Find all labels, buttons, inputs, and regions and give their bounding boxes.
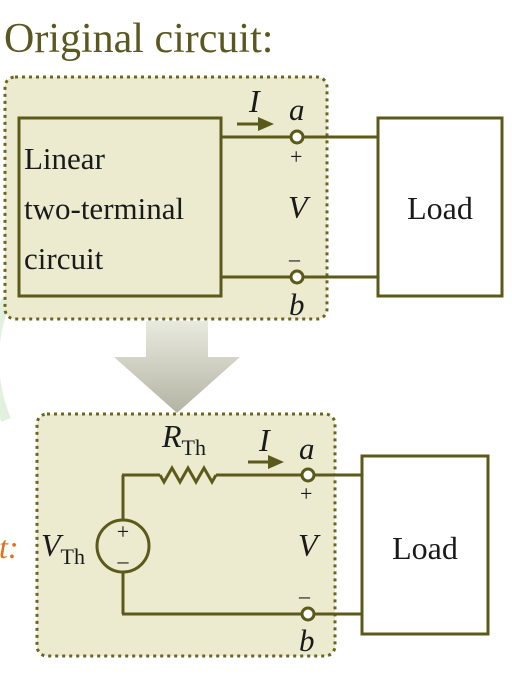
th-terminal-b-node xyxy=(300,606,316,622)
voltage-source-icon xyxy=(95,518,151,574)
th-current-arrow-icon xyxy=(268,455,284,469)
decorative-arc xyxy=(0,298,11,422)
resistor-label-main: R xyxy=(161,418,182,454)
terminal-b-node xyxy=(289,269,305,285)
source-minus-sign: – xyxy=(117,548,130,573)
cut-off-label: t: xyxy=(0,529,19,565)
source-plus-sign: + xyxy=(117,519,129,544)
linear-circuit-label-line1: Linear xyxy=(24,141,106,176)
linear-circuit-label-line3: circuit xyxy=(24,241,104,276)
down-arrow-icon xyxy=(114,321,240,413)
current-label: I xyxy=(248,83,261,119)
minus-sign: – xyxy=(288,246,301,271)
thevenin-resistor xyxy=(158,464,218,486)
resistor-label: RTh xyxy=(161,418,206,460)
terminal-a-label: a xyxy=(289,92,305,127)
source-label-main: V xyxy=(41,527,64,563)
resistor-label-sub: Th xyxy=(182,435,206,460)
terminal-a-node xyxy=(289,129,305,145)
th-terminal-a-node xyxy=(300,467,316,483)
plus-sign: + xyxy=(290,144,302,169)
th-minus-sign: – xyxy=(298,583,311,608)
th-load-label: Load xyxy=(392,530,458,566)
source-label: VTh xyxy=(41,527,85,569)
th-load-box xyxy=(360,454,490,636)
th-voltage-label: V xyxy=(298,527,321,563)
linear-circuit-label-line2: two-terminal xyxy=(24,191,184,226)
th-current-label: I xyxy=(258,422,271,458)
th-plus-sign: + xyxy=(300,481,312,506)
current-arrow-icon xyxy=(258,117,274,131)
linear-circuit-box xyxy=(17,116,223,298)
page-title: Original circuit: xyxy=(4,16,273,62)
th-terminal-b-label: b xyxy=(299,623,315,658)
load-label: Load xyxy=(407,190,473,226)
load-box xyxy=(376,116,504,298)
terminal-b-label: b xyxy=(289,287,305,322)
source-label-sub: Th xyxy=(61,544,85,569)
voltage-label: V xyxy=(288,189,311,225)
th-terminal-a-label: a xyxy=(299,431,315,466)
